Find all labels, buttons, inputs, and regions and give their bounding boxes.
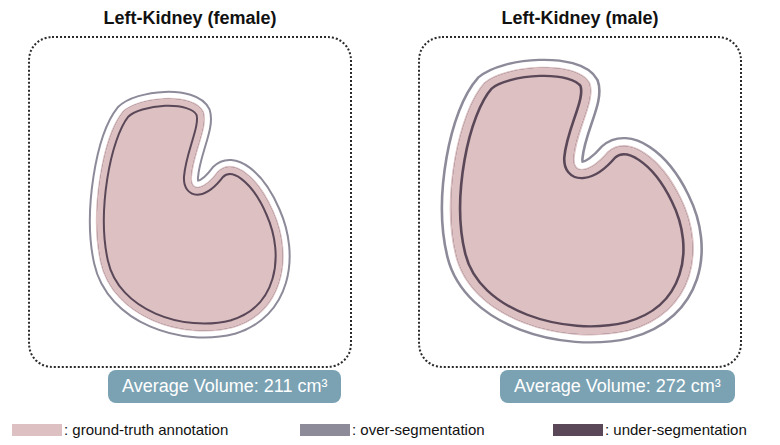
kidney-female: [97, 99, 283, 331]
legend-label: : over-segmentation: [352, 421, 485, 438]
kidney-male: [451, 68, 692, 334]
image-panel: Left-Kidney (male): [418, 36, 742, 368]
volume-text: Average Volume: 211 cm³: [122, 376, 327, 396]
legend-swatch: [12, 424, 62, 436]
volume-badge: Average Volume: 272 cm³: [500, 370, 735, 403]
legend-label: : ground-truth annotation: [64, 421, 228, 438]
legend-swatch: [300, 424, 350, 436]
legend-entry: : over-segmentation: [300, 421, 485, 438]
panel-title: Left-Kidney (female): [30, 8, 350, 29]
panel-title: Left-Kidney (male): [420, 8, 740, 29]
legend-entry: : under-segmentation: [553, 421, 747, 438]
volume-text: Average Volume: 272 cm³: [514, 376, 721, 396]
image-panel: Left-Kidney (female): [28, 36, 352, 368]
legend-entry: : ground-truth annotation: [12, 421, 228, 438]
volume-badge: Average Volume: 211 cm³: [108, 370, 341, 403]
legend-label: : under-segmentation: [605, 421, 747, 438]
legend-swatch: [553, 424, 603, 436]
